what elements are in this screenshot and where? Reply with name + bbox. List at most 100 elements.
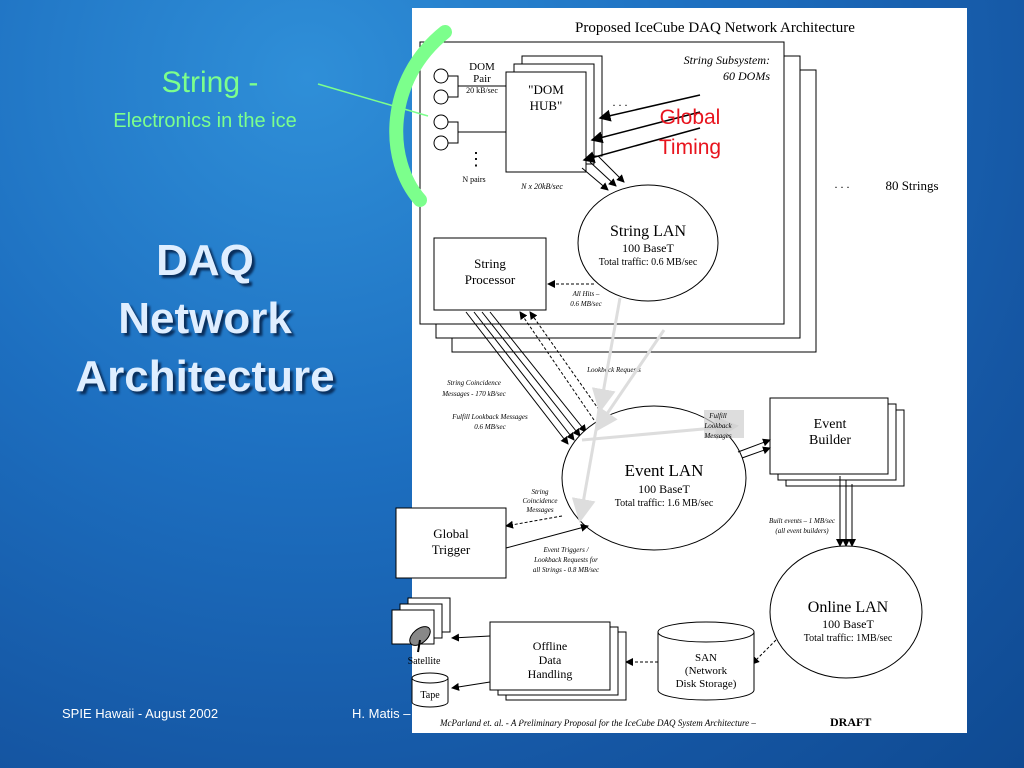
fulfill-label-2: 0.6 MB/sec [474,423,506,431]
built-events-label-1: Built events – 1 MB/sec [769,517,836,525]
lan-to-trigger-arrow [505,515,563,529]
string-subsystem-count: 60 DOMs [723,69,770,83]
string-processor-label-1: String [474,256,506,271]
string-processor-label-2: Processor [465,272,516,287]
citation-text: McParland et. al. - A Preliminary Propos… [439,718,756,728]
event-triggers-label-1: Event Triggers / [542,546,589,554]
offline-label-1: Offline [533,639,567,653]
strings-ellipsis: . . . [835,177,850,191]
hub-to-lan-arrow [597,155,625,183]
flow-arrow [594,329,666,433]
hub-to-lan-arrow [581,167,609,191]
satellite-label: Satellite [408,656,441,667]
offline-label-2: Data [539,653,562,667]
trigger-to-lan-arrow [505,523,589,549]
global-timing-label-1: Global [660,106,721,129]
event-lan-label: Event LAN [625,461,704,480]
event-triggers-label-2: Lookback Requests for [533,556,598,564]
satellite-icon [391,597,451,653]
lan-to-builder-arrow [741,446,771,459]
online-lan-speed: 100 BaseT [822,617,874,631]
built-events-label-2: (all event builders) [775,527,829,535]
timing-arrow [590,111,701,144]
n-pairs-label: N pairs [462,175,485,184]
online-lan-traffic: Total traffic: 1MB/sec [804,633,893,644]
nx-rate-label: N x 20kB/sec [520,182,563,191]
fulfill-lookback-label-1: Fulfill [708,412,727,420]
dom-pair-bracket [448,121,506,144]
string-lan-label: String LAN [610,223,686,240]
main-title-line-2: Network [118,294,292,343]
event-lan-traffic: Total traffic: 1.6 MB/sec [615,498,714,509]
footer-center: H. Matis – Lawrence Berkeley National La… [352,706,642,721]
draft-label: DRAFT [830,715,871,729]
string-subtitle: Electronics in the ice [113,110,297,132]
global-timing-label-2: Timing [659,136,721,159]
event-triggers-label-3: all Strings - 0.8 MB/sec [533,566,600,574]
offline-box [489,621,611,691]
main-title-line-3: Architecture [75,352,335,401]
hub-ellipsis: . . . [613,95,628,109]
dom-dots: ⋮ [467,149,485,169]
dom-pair-label-1: DOM [469,61,495,73]
string-processor-box [433,237,547,311]
offline-to-tape-arrow [451,681,491,691]
footer-left: SPIE Hawaii - August 2002 [62,706,219,721]
diagram-title: Proposed IceCube DAQ Network Architectur… [575,20,855,36]
dom-pair-bracket [448,75,506,98]
string-lan-traffic: Total traffic: 0.6 MB/sec [599,257,698,268]
string-bracket-icon [389,25,452,207]
builder-to-online-lines [836,476,856,547]
string-title: String - [161,66,259,99]
dom-circle [433,68,449,84]
offline-to-satellite-arrow [451,633,491,642]
string-subsystem-label: String Subsystem: [684,53,770,67]
flow-arrow [571,429,598,523]
tape-storage [411,672,449,708]
dom-hub-label-2: HUB" [530,98,563,113]
lookback-requests-label: Lookback Requests [586,366,641,374]
flow-arrow [591,297,622,413]
event-lan-speed: 100 BaseT [638,482,690,496]
san-storage [657,621,755,701]
string-lan-node [577,184,719,302]
san-label-3: Disk Storage) [676,678,737,690]
event-builder-label-1: Event [814,417,847,432]
string-pointer-arrow [317,83,429,117]
main-title: DAQ Network Architecture [40,232,370,406]
timing-arrow [598,94,701,122]
san-label-1: SAN [695,652,717,664]
dom-pair-label-2: Pair [473,73,491,85]
coinc-msg-label-2: Coincidence [523,497,558,505]
main-title-line-1: DAQ [156,236,254,285]
tape-label: Tape [420,690,440,701]
san-label-2: (Network [685,665,728,677]
coinc-msg-label-3: Messages [525,506,553,514]
processor-to-event-lines [465,311,603,445]
dom-circles [433,68,506,151]
dom-circle [433,114,449,130]
string-coinc-label-1: String Coincidence [447,379,501,387]
global-trigger-label-1: Global [433,526,469,541]
strings-80-label: 80 Strings [885,178,938,193]
lan-to-builder-arrow [737,438,771,453]
fulfill-label-1: Fulfill Lookback Messages [451,413,528,421]
online-lan-label: Online LAN [808,599,889,616]
dom-hub-box [505,71,587,173]
timing-arrow [582,127,701,163]
string-coinc-label-2: Messages - 170 kB/sec [441,390,506,398]
fulfill-lookback-label-3: Messages [703,432,731,440]
dom-rate-label: 20 kB/sec [466,86,498,95]
dom-circle [433,135,449,151]
online-lan-node [769,545,923,679]
page-number: 14 [948,706,963,721]
fulfill-lookback-box [704,410,744,438]
all-hits-label-2: 0.6 MB/sec [570,300,602,308]
hub-to-lan-arrow [589,161,617,187]
global-trigger-box [395,507,507,579]
event-lan-node [561,405,747,551]
offline-label-3: Handling [528,667,573,681]
fulfill-lookback-label-2: Lookback [703,422,732,430]
all-hits-label-1: All Hits – [572,290,600,298]
